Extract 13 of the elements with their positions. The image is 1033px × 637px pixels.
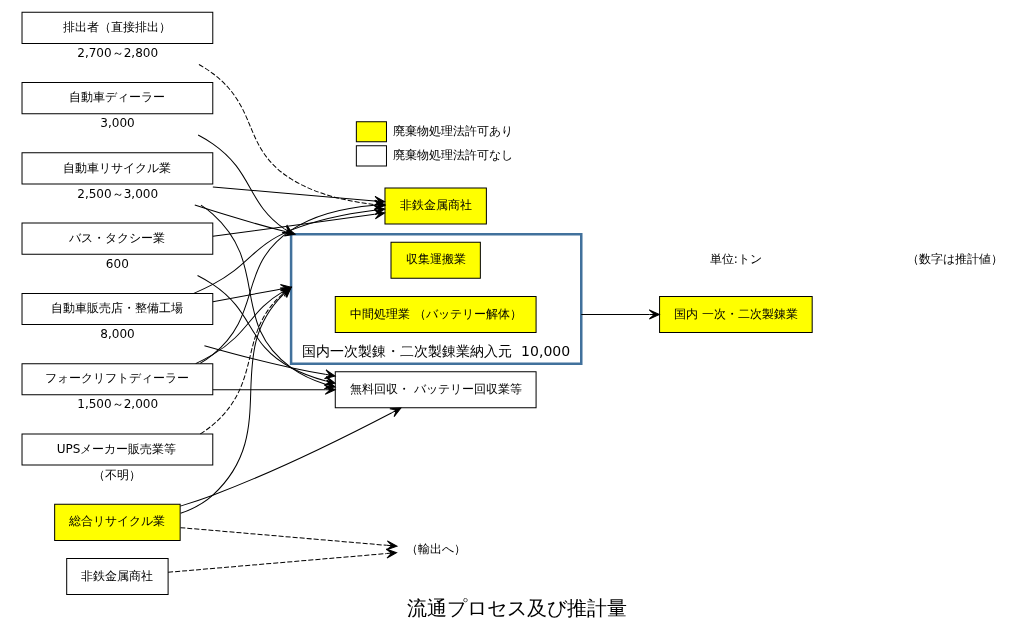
node-label: 1,500～2,000: [76, 397, 158, 412]
node-label: 2,700～2,800: [76, 46, 158, 61]
node-text: （輸出へ）: [405, 541, 466, 556]
node-label: （不明）: [92, 467, 141, 482]
caption: 流通プロセス及び推計量: [406, 595, 627, 620]
node-label: 2,500～3,000: [76, 186, 158, 201]
node-label: 3,000: [99, 116, 135, 131]
label: （数字は推計値）: [906, 252, 1003, 267]
node-label: 8,000: [99, 327, 135, 342]
legend-label: 廃棄物処理法許可なし: [392, 147, 512, 162]
label: 単位:トン: [709, 252, 762, 267]
legend-label: 廃棄物処理法許可あり: [392, 123, 512, 138]
node-label: 600: [105, 256, 129, 271]
